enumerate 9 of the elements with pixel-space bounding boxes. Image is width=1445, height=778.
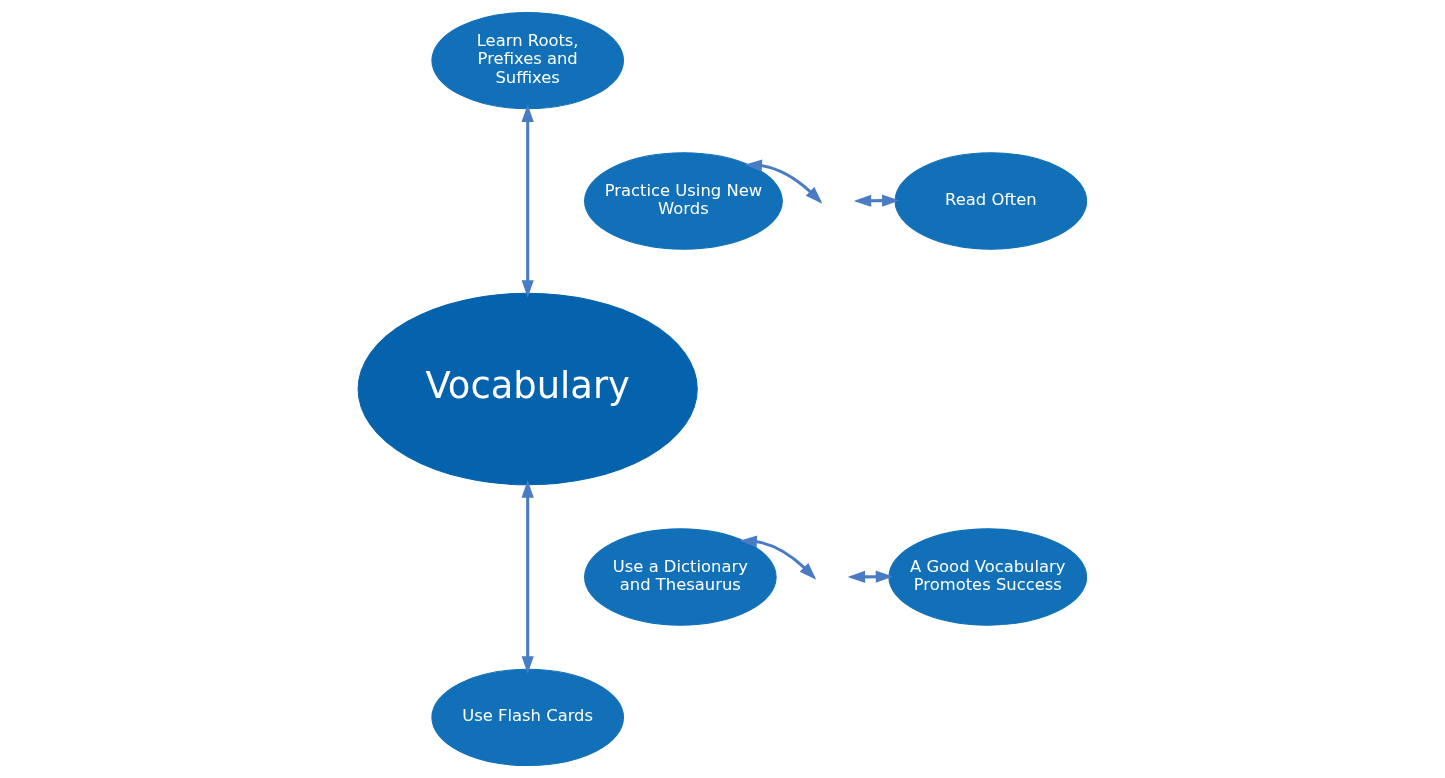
arrow xyxy=(521,104,534,298)
arrow xyxy=(521,480,534,674)
node-ellipse: Learn Roots, Prefixes and Suffixes xyxy=(431,11,624,110)
node-ellipse: Use Flash Cards xyxy=(431,668,624,767)
node-ellipse: Read Often xyxy=(894,152,1088,250)
node-ellipse: Use a Dictionary and Thesaurus xyxy=(584,528,777,626)
node-ellipse: Vocabulary xyxy=(357,292,698,486)
node-ellipse: A Good Vocabulary Promotes Success xyxy=(888,528,1088,626)
node-ellipse: Practice Using New Words xyxy=(584,152,783,250)
